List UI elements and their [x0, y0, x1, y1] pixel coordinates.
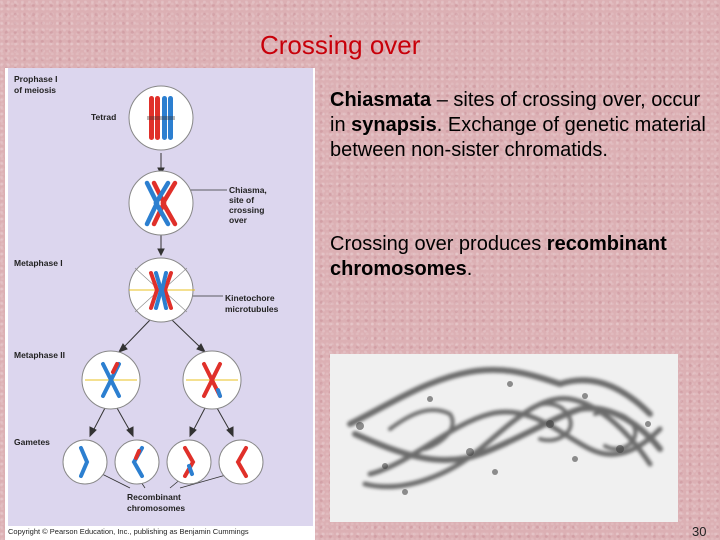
- gamete-cell-2: [114, 439, 160, 485]
- meiosis-diagram: Prophase I of meiosis Tetrad Chiasma, si…: [5, 68, 315, 540]
- chiasma-micrograph: [330, 354, 678, 522]
- metaphase1-chromosomes: [129, 267, 195, 313]
- tetrad-chromosomes: [147, 96, 175, 140]
- recombinant-paragraph: Crossing over produces recombinant chrom…: [330, 232, 710, 282]
- p1-text-mid: – sites of crossing over, occur in: [330, 89, 701, 136]
- p2-text-end: .: [466, 258, 473, 280]
- chiasmata-paragraph: Chiasmata – sites of crossing over, occu…: [330, 88, 710, 163]
- label-tetrad: Tetrad: [91, 112, 116, 122]
- term-synapsis: synapsis: [351, 114, 437, 136]
- page-number: 30: [692, 524, 707, 539]
- label-metaphase-1: Metaphase I: [14, 258, 63, 268]
- p1-text-end: . Exchange of genetic material between n…: [330, 114, 706, 161]
- label-recombinant-1: Recombinant: [127, 492, 181, 502]
- gamete-cell-3: [166, 439, 212, 485]
- label-metaphase-2: Metaphase II: [14, 350, 65, 360]
- label-kinetochore-1: Kinetochore: [225, 293, 275, 303]
- tetrad-cell: [128, 85, 194, 151]
- term-recombinant: recombinant chromosomes: [330, 233, 667, 280]
- gamete-chromosome-4: [235, 446, 248, 478]
- copyright-notice: Copyright © Pearson Education, Inc., pub…: [8, 527, 249, 536]
- label-chiasma-3: crossing: [229, 205, 264, 215]
- p2-text-start: Crossing over produces: [330, 233, 547, 255]
- gamete-chromosome-3: [183, 446, 196, 478]
- label-recombinant-2: chromosomes: [127, 503, 185, 513]
- label-prophase-2: of meiosis: [14, 85, 56, 95]
- label-kinetochore-2: microtubules: [225, 304, 279, 314]
- label-chiasma-2: site of: [229, 195, 254, 205]
- label-chiasma-4: over: [229, 215, 248, 225]
- metaphase2-chromosome-right: [186, 362, 238, 398]
- gamete-cell-4: [218, 439, 264, 485]
- gamete-chromosome-1: [79, 446, 90, 478]
- metaphase2-chromosome-left: [85, 362, 137, 398]
- label-prophase-1: Prophase I: [14, 74, 57, 84]
- label-gametes: Gametes: [14, 437, 50, 447]
- chiasma-chromosomes: [144, 180, 178, 227]
- slide-title: Crossing over: [260, 30, 421, 60]
- label-chiasma-1: Chiasma,: [229, 185, 267, 195]
- term-chiasmata: Chiasmata: [330, 89, 432, 111]
